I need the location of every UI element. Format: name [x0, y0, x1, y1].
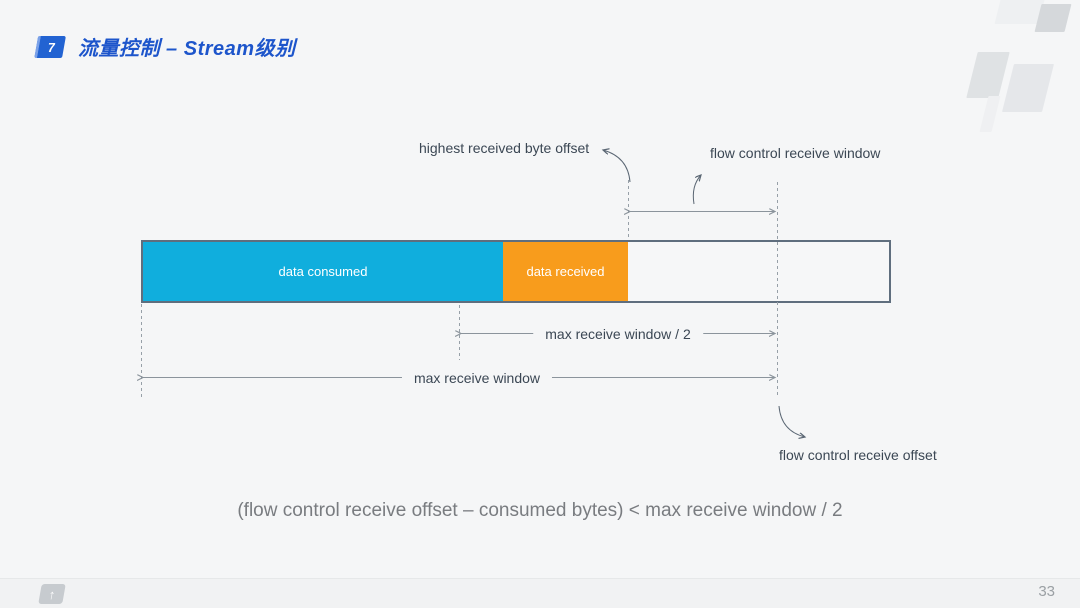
footer: ↑ 33	[0, 578, 1080, 608]
curved-arrow-highest-received-byte-offset	[603, 150, 631, 183]
flow-control-bar: data consumed data received	[141, 240, 891, 303]
slide-header: 7 流量控制 – Stream级别	[34, 32, 296, 61]
logo-arrow-icon: ↑	[47, 586, 57, 602]
label-highest-received-byte-offset: highest received byte offset	[419, 140, 590, 156]
segment-label: data received	[526, 264, 605, 279]
slide-title: 流量控制 – Stream级别	[78, 38, 296, 60]
segment-free-window	[628, 242, 889, 301]
page-number: 33	[1038, 583, 1055, 600]
label-flow-control-receive-offset: flow control receive offset	[779, 447, 937, 463]
label-flow-control-receive-window: flow control receive window	[710, 145, 881, 161]
segment-data-consumed: data consumed	[143, 242, 503, 301]
label-max-receive-window-half: max receive window / 2	[533, 326, 703, 342]
curved-arrow-flow-control-receive-window	[692, 175, 701, 205]
segment-data-received: data received	[503, 242, 628, 301]
curved-arrow-flow-control-receive-offset	[778, 405, 805, 437]
footer-logo: ↑	[38, 584, 66, 604]
label-max-receive-window: max receive window	[401, 370, 553, 386]
formula-text: (flow control receive offset – consumed …	[237, 500, 843, 521]
segment-label: data consumed	[278, 264, 368, 279]
